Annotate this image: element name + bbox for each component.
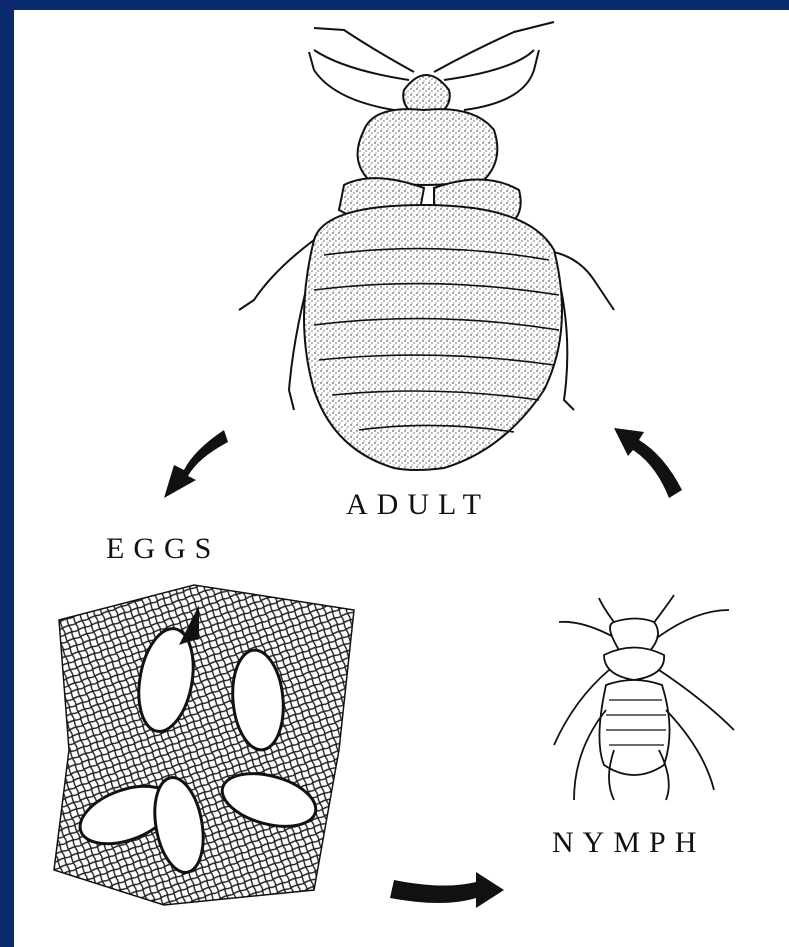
diagram-panel: ADULT EGGS NYMPH [14, 10, 789, 947]
adult-label: ADULT [346, 488, 490, 522]
eggs-label: EGGS [106, 532, 220, 566]
life-cycle-artwork [14, 10, 789, 947]
arrow-eggs-to-nymph [390, 872, 504, 908]
arrow-adult-to-eggs [164, 430, 228, 498]
adult-bug-illustration [239, 22, 614, 470]
arrow-nymph-to-adult [614, 428, 682, 498]
nymph-illustration [554, 595, 734, 800]
nymph-label: NYMPH [552, 826, 705, 860]
eggs-illustration [54, 585, 354, 905]
